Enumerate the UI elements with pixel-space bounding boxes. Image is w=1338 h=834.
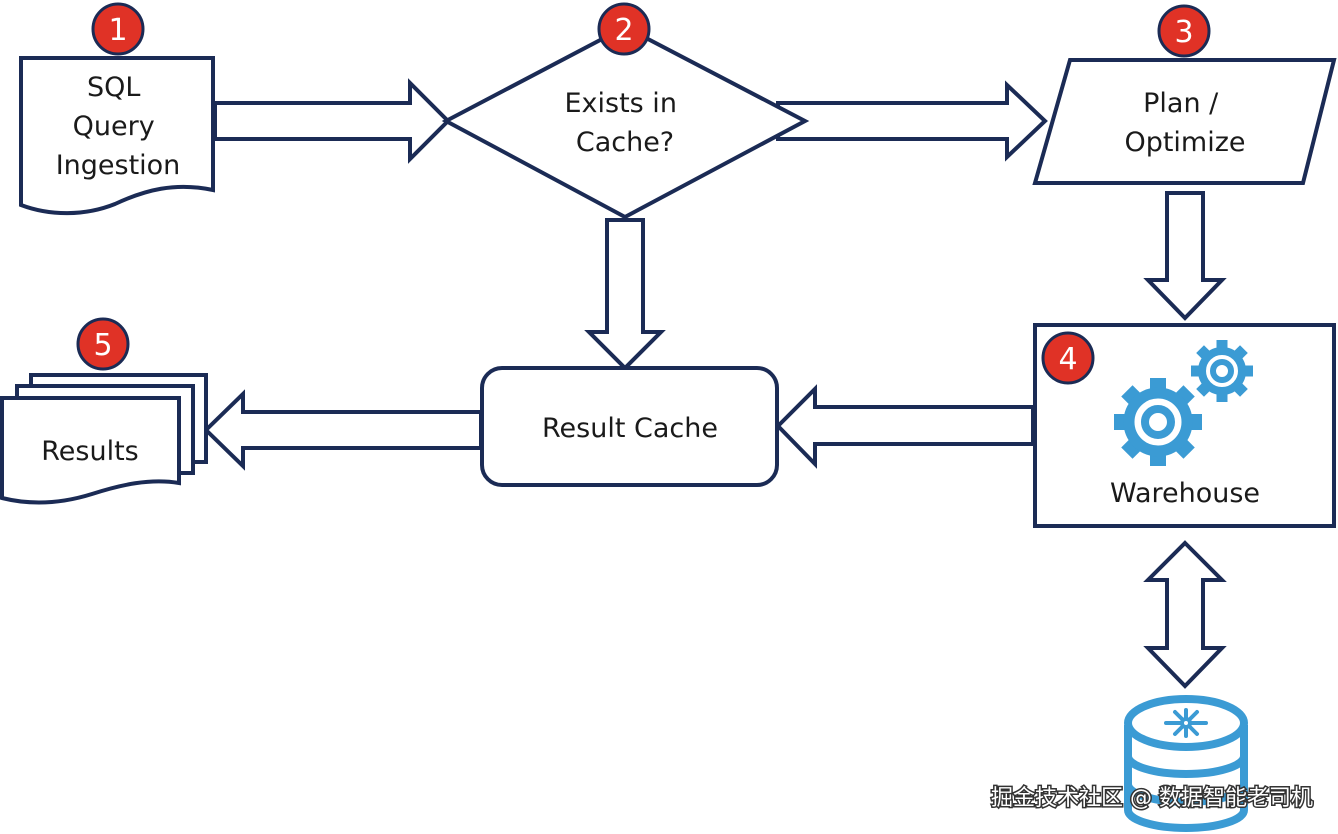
arrow-cache-check-to-plan (776, 80, 1048, 162)
step-badge-4: 4 (1041, 331, 1095, 385)
large-gear-icon (1114, 378, 1202, 466)
results-label: Results (41, 436, 139, 467)
warehouse-label: Warehouse (1110, 478, 1260, 509)
svg-text:Exists in Cache?: Exists in Cache? (564, 88, 685, 158)
sql-query-ingestion-node: SQL Query Ingestion (19, 56, 215, 216)
arrow-warehouse-database-bidirectional (1143, 540, 1227, 689)
watermark-text: 掘金技术社区 @ 数据智能老司机 (991, 786, 1313, 811)
step-badge-3-number: 3 (1174, 15, 1193, 50)
exists-in-cache-label-line-2: Cache? (576, 127, 674, 158)
snowflake-icon (1164, 708, 1208, 738)
snowflake-database-icon (1124, 695, 1248, 832)
small-gear-icon (1191, 340, 1253, 402)
result-cache-label: Result Cache (542, 413, 718, 444)
step-badge-5: 5 (76, 317, 130, 371)
arrow-cache-check-to-result-cache (584, 218, 666, 371)
step-badge-5-number: 5 (93, 328, 112, 363)
arrow-plan-to-warehouse (1143, 191, 1227, 321)
plan-optimize-node: Plan / Optimize (1032, 58, 1337, 185)
step-badge-3: 3 (1157, 4, 1211, 58)
sql-query-ingestion-label-line-1: SQL (87, 72, 140, 103)
svg-text:SQL Query Ingestio: SQL Query Ingestion (56, 72, 181, 181)
results-node: Results (0, 373, 208, 505)
result-cache-node: Result Cache (480, 366, 779, 487)
sql-query-ingestion-label-line-3: Ingestion (56, 150, 181, 181)
arrow-warehouse-to-result-cache (775, 384, 1035, 469)
step-badge-1-number: 1 (108, 13, 127, 48)
sql-query-ingestion-label-line-2: Query (73, 111, 155, 142)
plan-optimize-label-line-2: Optimize (1124, 127, 1245, 158)
exists-in-cache-label-line-1: Exists in (564, 88, 676, 119)
arrow-sql-to-cache-check (213, 78, 451, 164)
exists-in-cache-decision-node: Exists in Cache? (441, 24, 810, 220)
step-badge-1: 1 (91, 2, 145, 56)
plan-optimize-label-line-1: Plan / (1143, 88, 1219, 119)
step-badge-2-number: 2 (614, 13, 633, 48)
arrow-result-cache-to-results (203, 389, 483, 471)
svg-text:Plan / Optimize: Plan / Optimize (1124, 88, 1245, 158)
step-badge-4-number: 4 (1058, 342, 1077, 377)
step-badge-2: 2 (597, 2, 651, 56)
